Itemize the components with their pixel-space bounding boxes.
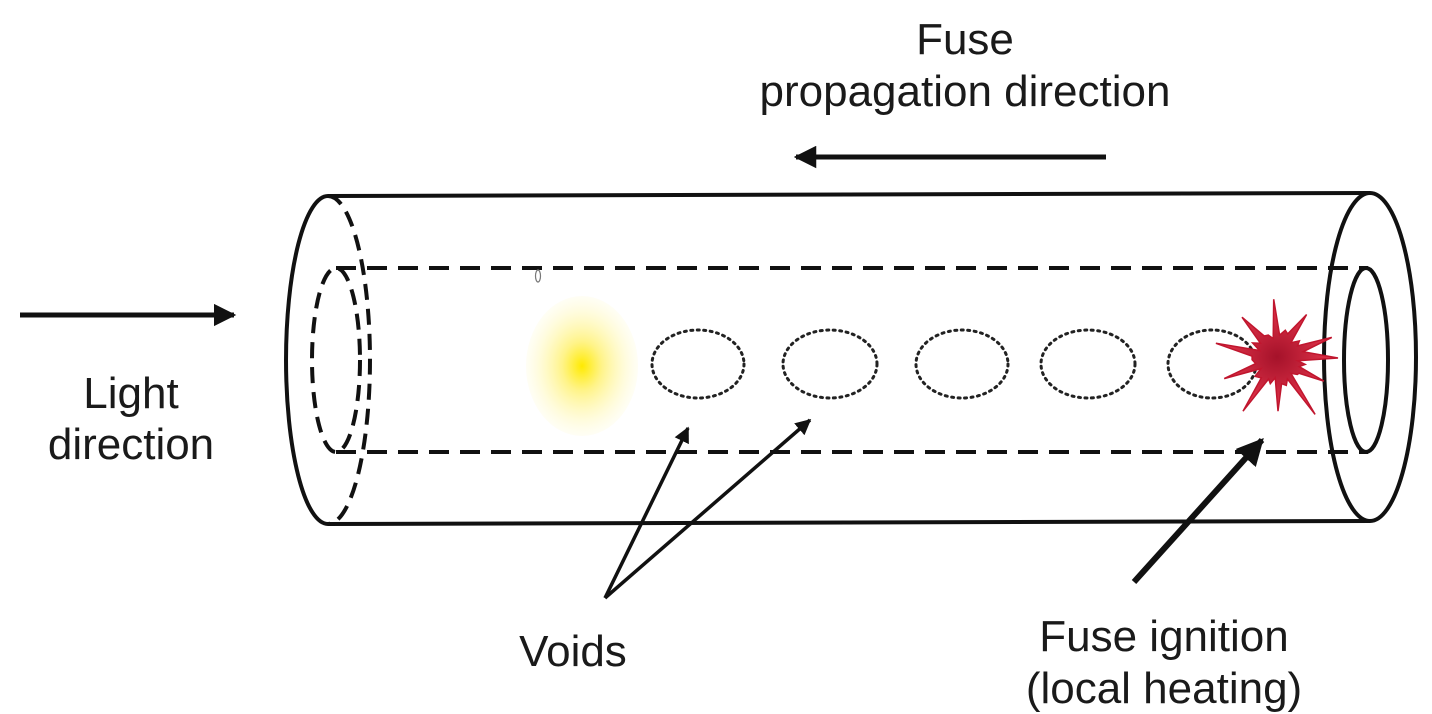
propagation-label-line1: Fuse (916, 15, 1014, 64)
propagation-label-line2: propagation direction (760, 67, 1171, 116)
ignition-label-line2: (local heating) (1026, 664, 1302, 713)
core-left-end (310, 266, 362, 454)
voids-pointer-arrow-1 (603, 426, 690, 599)
voids-label: Voids (519, 627, 627, 676)
starburst-icon (1215, 299, 1339, 415)
void-5 (1166, 328, 1258, 400)
cladding-top-edge (327, 191, 1371, 198)
voids-pointer-arrow-2 (603, 418, 812, 600)
void-1 (650, 328, 746, 400)
core-defect-mark (534, 269, 542, 283)
cladding-left-end-back (327, 194, 372, 526)
void-2 (781, 328, 879, 400)
light-glow (526, 296, 638, 436)
core-right-end (1342, 266, 1390, 454)
fiber-cladding (284, 191, 1418, 526)
ignition-pointer-arrow (1131, 437, 1265, 585)
ignition-label-line1: Fuse ignition (1039, 612, 1288, 661)
void-3 (914, 328, 1010, 400)
arrows (20, 145, 1265, 600)
cladding-right-end (1322, 191, 1418, 523)
light-label-line2: direction (48, 420, 214, 469)
cladding-bottom-edge (327, 519, 1371, 526)
cladding-left-end-front (284, 194, 329, 526)
light-label-line1: Light (83, 369, 178, 418)
fiber-core (310, 266, 1390, 454)
voids-group (650, 328, 1258, 400)
void-4 (1039, 328, 1137, 400)
